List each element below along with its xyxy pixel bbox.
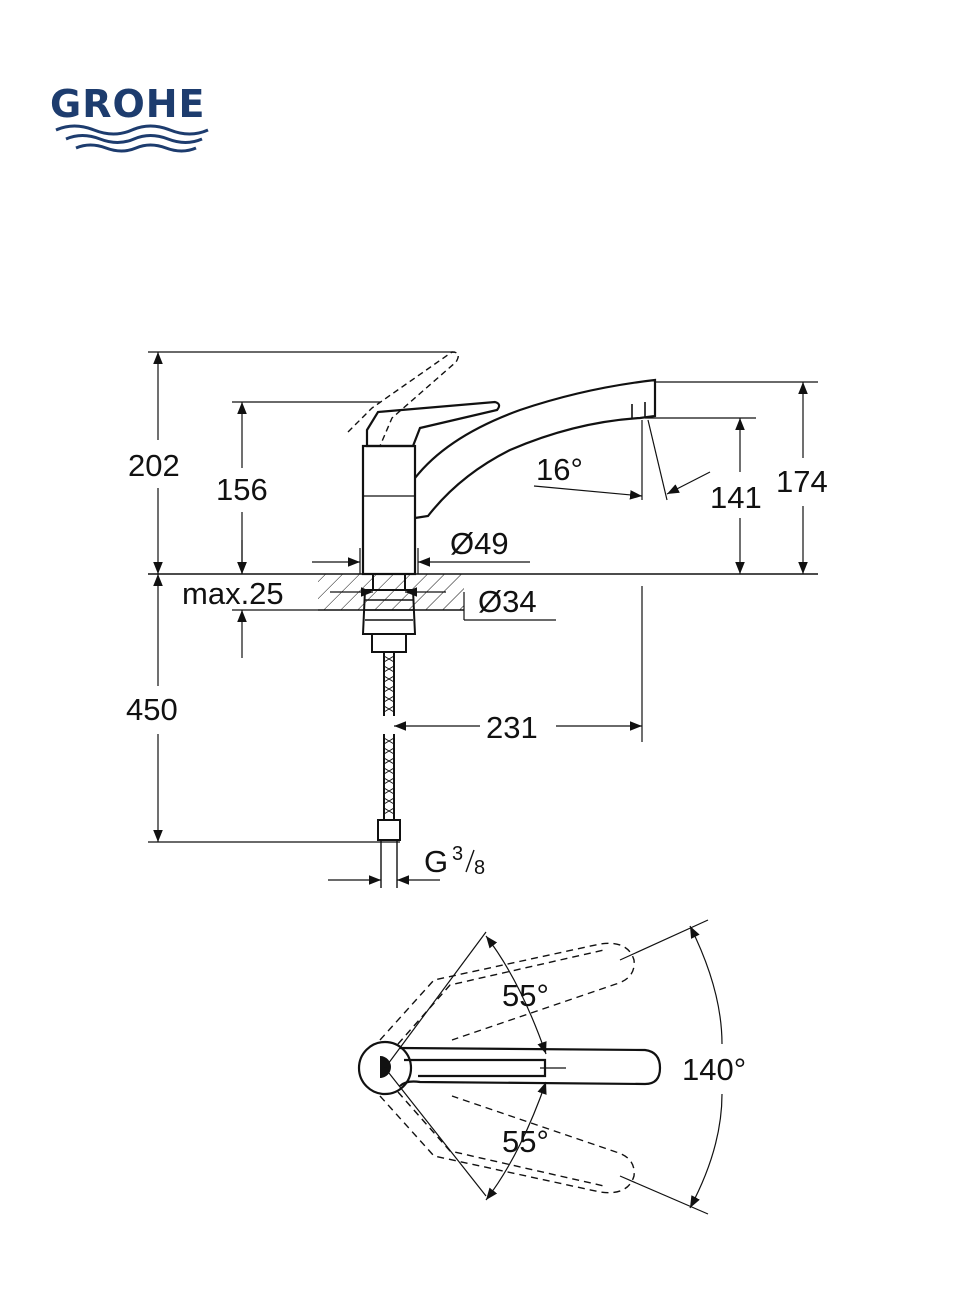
dim-hose-length: 450	[126, 692, 178, 727]
dim-spout-height: 174	[776, 464, 828, 499]
dim-body-height: 156	[216, 472, 268, 507]
dim-total-height: 202	[128, 448, 180, 483]
grohe-logo: GROHE	[50, 82, 209, 153]
dim-projection: 231	[486, 710, 538, 745]
dim-thread-denominator: 8	[474, 857, 485, 879]
dim-angle-lower: 55°	[502, 1124, 549, 1159]
brand-name: GROHE	[50, 82, 206, 126]
dim-body-diameter: Ø49	[450, 526, 509, 561]
dim-spout-angle: 16°	[536, 452, 583, 487]
dim-swivel-total: 140°	[682, 1052, 746, 1087]
dim-hole-diameter: Ø34	[478, 584, 537, 619]
dim-thread: G	[424, 844, 448, 879]
dim-angle-upper: 55°	[502, 978, 549, 1013]
dim-max-thickness: max.25	[182, 576, 284, 611]
dim-outlet-height: 141	[710, 480, 762, 515]
dim-thread-numerator: 3	[452, 843, 463, 865]
